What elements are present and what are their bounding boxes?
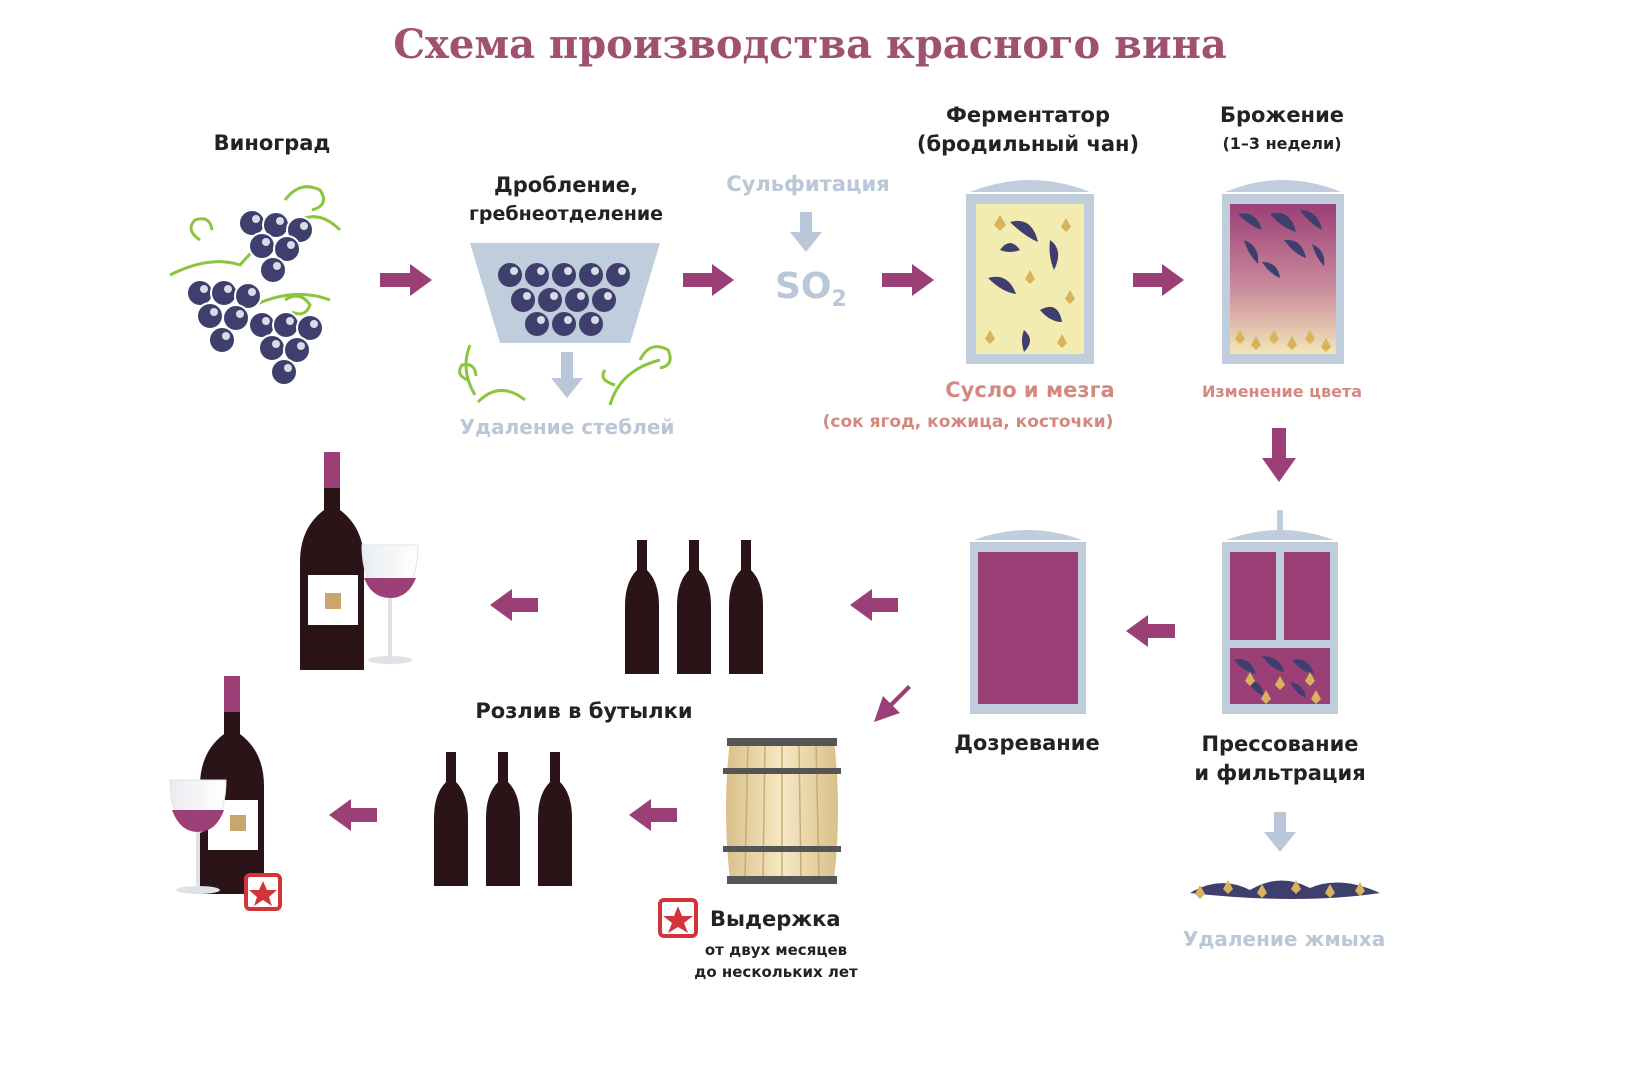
bottling-label: Розлив в бутылки bbox=[475, 699, 692, 723]
fermenter-label-line1: Ферментатор bbox=[946, 103, 1110, 127]
arrow-down-pale-icon bbox=[551, 352, 583, 398]
star-badge-icon bbox=[244, 873, 282, 911]
fermentation-tank-icon bbox=[1222, 180, 1344, 364]
pressing-label-line2: и фильтрация bbox=[1194, 761, 1365, 785]
bottles-icon bbox=[434, 752, 572, 886]
aging-note-line2: до нескольких лет bbox=[694, 963, 858, 981]
pomace-icon bbox=[1190, 880, 1380, 899]
maturation-tank-icon bbox=[970, 530, 1086, 714]
fermenter-tank-icon bbox=[966, 180, 1094, 364]
star-badge-icon bbox=[658, 898, 698, 938]
pressing-side-note: Удаление жмыха bbox=[1183, 927, 1385, 951]
bottles-icon bbox=[625, 540, 763, 674]
fermenter-note-line2: (сок ягод, кожица, косточки) bbox=[823, 412, 1114, 432]
sulfitation-label: Сульфитация bbox=[726, 172, 889, 196]
crushing-side-note: Удаление стеблей bbox=[460, 415, 675, 439]
arrow-right-icon bbox=[683, 264, 734, 296]
pressing-label-line1: Прессование bbox=[1201, 732, 1358, 756]
fermentation-label: Брожение bbox=[1220, 103, 1344, 127]
fermenter-note-line1: Сусло и мезга bbox=[945, 378, 1114, 402]
aged-wine-bottle-icon bbox=[169, 676, 264, 894]
press-icon bbox=[1222, 510, 1338, 714]
fermentation-duration: (1–3 недели) bbox=[1222, 134, 1341, 153]
arrow-right-icon bbox=[882, 264, 934, 296]
arrow-left-icon bbox=[629, 799, 677, 831]
fermentation-note: Изменение цвета bbox=[1202, 382, 1362, 401]
arrow-left-icon bbox=[490, 589, 538, 621]
arrow-down-pale-icon bbox=[790, 212, 822, 252]
fermenter-label-line2: (бродильный чан) bbox=[917, 132, 1139, 156]
maturation-label: Дозревание bbox=[954, 731, 1100, 755]
arrow-right-icon bbox=[1133, 264, 1184, 296]
arrow-right-icon bbox=[380, 264, 432, 296]
grapes-label: Виноград bbox=[214, 131, 331, 155]
arrow-down-icon bbox=[1262, 428, 1296, 482]
arrow-left-icon bbox=[329, 799, 377, 831]
crushing-label-line1: Дробление, bbox=[494, 173, 638, 197]
aging-label: Выдержка bbox=[710, 907, 841, 931]
so2-formula: SO2 bbox=[775, 266, 847, 312]
crushing-label-line2: гребнеотделение bbox=[469, 203, 663, 225]
aging-note-line1: от двух месяцев bbox=[705, 941, 847, 959]
arrow-left-icon bbox=[1126, 615, 1175, 647]
wine-bottle-glass-icon bbox=[300, 452, 419, 670]
page-title: Схема производства красного вина bbox=[393, 21, 1227, 68]
barrel-icon bbox=[723, 738, 841, 884]
stems-icon bbox=[458, 344, 672, 406]
crusher-icon bbox=[470, 243, 660, 343]
arrow-left-icon bbox=[850, 589, 898, 621]
arrow-down-pale-icon bbox=[1264, 812, 1296, 852]
grapes-icon bbox=[169, 185, 342, 386]
arrow-diagonal-icon bbox=[874, 685, 911, 722]
